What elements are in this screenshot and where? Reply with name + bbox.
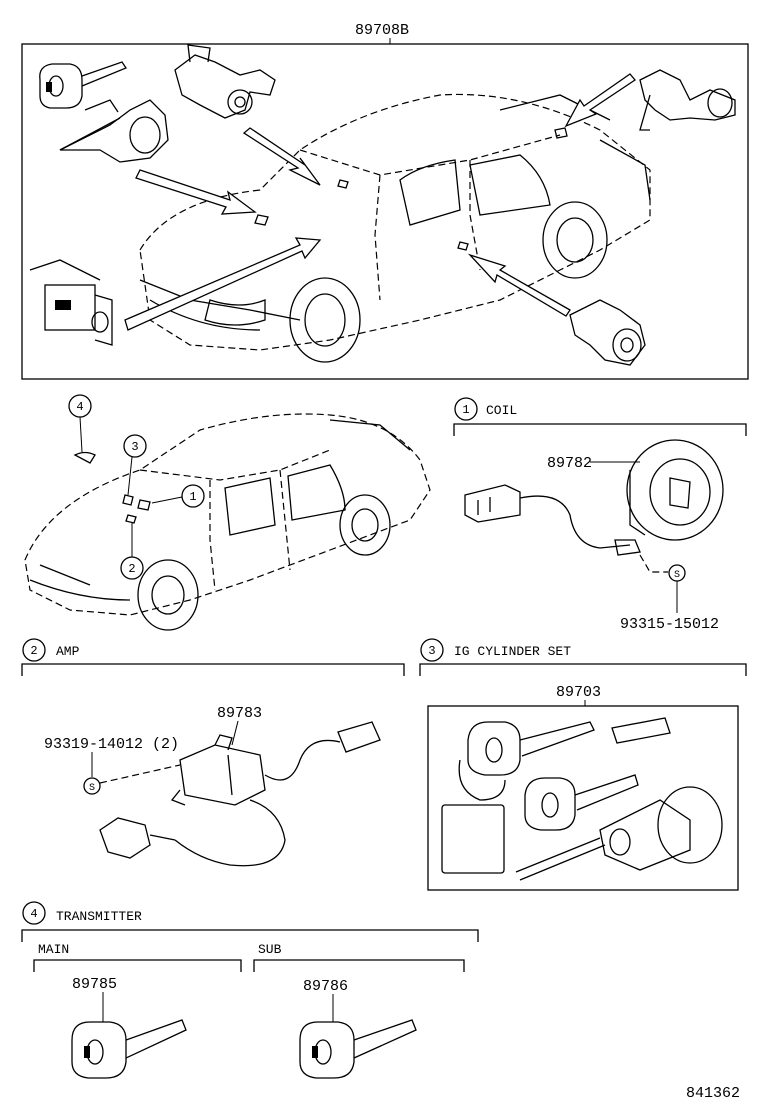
location-car-illustration [24,413,431,631]
transmitter-sub-part-number[interactable]: 89786 [303,978,348,995]
trunk-lock-icon [639,69,736,131]
car-callout-3[interactable]: 3 [123,434,147,496]
section-transmitter-header: 4 TRANSMITTER [21,901,479,942]
amp-screw-part[interactable]: 93319-14012 (2) S [44,736,181,795]
top-assembly-frame [21,43,749,380]
ig-cylinder-illustration [441,717,723,881]
rear-door-lock-icon [569,299,646,366]
section-amp-header: 2 AMP [21,638,405,676]
coil-part-number[interactable]: 89782 [547,455,592,472]
transmitter-sub-group: SUB 89786 [253,942,465,1022]
svg-text:MAIN: MAIN [38,942,69,957]
coil-screw-part[interactable]: S 93315-15012 [620,564,719,633]
ig-cylinder-frame [427,705,739,891]
coil-illustration [464,439,724,573]
car-callout-4[interactable]: 4 [68,394,92,453]
door-lock-cylinder-icon [174,44,276,119]
svg-text:2: 2 [128,562,135,576]
amplifier-module-icon [29,259,113,346]
svg-text:2: 2 [30,644,37,658]
svg-text:TRANSMITTER: TRANSMITTER [56,909,142,924]
car-callout-2[interactable]: 2 [120,523,144,580]
svg-text:IG CYLINDER SET: IG CYLINDER SET [454,644,571,659]
ig-cylinder-part-number[interactable]: 89703 [556,684,601,701]
amp-illustration [99,721,381,867]
top-arrows [124,73,636,331]
top-assembly-part-number[interactable]: 89708B [355,22,409,39]
ignition-lock-icon [59,99,169,163]
transmitter-sub-key-icon [299,1019,417,1079]
svg-text:4: 4 [30,907,37,921]
svg-text:SUB: SUB [258,942,282,957]
svg-text:AMP: AMP [56,644,80,659]
svg-text:93315-15012: 93315-15012 [620,616,719,633]
svg-text:3: 3 [131,440,138,454]
svg-text:3: 3 [428,644,435,658]
svg-text:S: S [89,783,95,794]
top-car-illustration [139,93,651,363]
top-key-icon [39,61,127,109]
diagram-reference-number: 841362 [686,1085,740,1102]
svg-text:93319-14012 (2): 93319-14012 (2) [44,736,179,753]
transmitter-main-part-number[interactable]: 89785 [72,976,117,993]
transmitter-main-group: MAIN 89785 [33,942,242,1022]
amp-part-number[interactable]: 89783 [217,705,262,722]
section-coil-header: 1 COIL [453,397,747,436]
svg-text:4: 4 [76,400,83,414]
car-callout-1[interactable]: 1 [151,484,205,508]
svg-text:S: S [674,570,680,581]
section-ig-cylinder-header: 3 IG CYLINDER SET [419,638,747,676]
transmitter-main-key-icon [71,1019,187,1079]
svg-text:1: 1 [189,490,196,504]
svg-text:1: 1 [462,403,469,417]
svg-text:COIL: COIL [486,403,517,418]
